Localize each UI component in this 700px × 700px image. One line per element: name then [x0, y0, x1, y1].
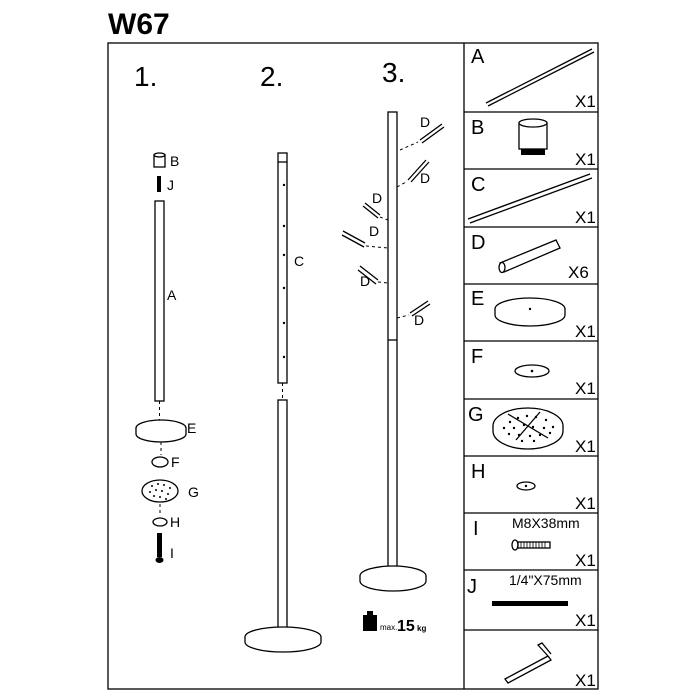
- part-h-washer: [152, 517, 168, 527]
- part-a-pole-assembled: [277, 399, 288, 631]
- label-d-3: D: [372, 190, 382, 206]
- part-i-bolt: [157, 533, 162, 557]
- part-i-icon: [511, 539, 551, 551]
- step-3-number: 3.: [382, 57, 405, 88]
- label-g: G: [188, 484, 199, 500]
- part-h-icon: [516, 481, 536, 491]
- part-g-plate: [141, 479, 179, 503]
- outer-frame: [107, 42, 599, 690]
- label-d-5: D: [360, 273, 370, 289]
- part-e-icon: [494, 297, 566, 327]
- part-f-qty: X1: [575, 379, 596, 398]
- label-h: H: [170, 514, 180, 530]
- part-g-letter: G: [468, 404, 484, 426]
- label-f: F: [171, 454, 180, 470]
- hooks-d: [341, 123, 445, 319]
- part-i-letter: I: [473, 518, 479, 540]
- weight-icon: [363, 611, 377, 631]
- part-a-pole: [154, 200, 165, 402]
- weight-unit: kg: [417, 624, 426, 633]
- label-d-6: D: [414, 312, 424, 328]
- label-c: C: [294, 253, 304, 269]
- part-b-icon: [518, 118, 548, 155]
- step-3-drawing: D D D D D D max. 15 kg: [341, 111, 445, 635]
- part-c-letter: C: [471, 174, 485, 196]
- part-j-qty: X1: [575, 611, 596, 630]
- part-i-qty: X1: [575, 551, 596, 570]
- model-title: W67: [108, 8, 170, 41]
- part-i-spec: M8X38mm: [512, 515, 580, 531]
- label-a: A: [167, 287, 177, 303]
- weight-prefix: max.: [380, 623, 397, 632]
- label-i: I: [170, 545, 174, 561]
- step-1-number: 1.: [134, 61, 157, 92]
- allen-key-qty: X1: [575, 671, 596, 690]
- part-c-qty: X1: [575, 208, 596, 227]
- part-f-icon: [514, 364, 550, 378]
- part-h-qty: X1: [575, 494, 596, 513]
- part-f-washer: [151, 456, 169, 468]
- part-e-letter: E: [471, 288, 484, 310]
- part-b-letter: B: [471, 117, 484, 139]
- label-e: E: [187, 420, 196, 436]
- part-j-icon: [492, 601, 568, 606]
- label-j: J: [167, 177, 174, 193]
- part-e-qty: X1: [575, 322, 596, 341]
- assembled-pole: [387, 111, 398, 573]
- part-c-icon: [467, 173, 593, 224]
- part-a-letter: A: [471, 46, 485, 68]
- part-d-letter: D: [471, 232, 485, 254]
- label-d-2: D: [420, 170, 430, 186]
- label-d-4: D: [369, 223, 379, 239]
- part-j-letter: J: [467, 576, 477, 598]
- part-g-icon: [492, 407, 564, 450]
- part-d-qty: X6: [568, 263, 589, 282]
- allen-key-icon: [504, 642, 552, 684]
- part-f-letter: F: [471, 346, 483, 368]
- step-1-drawing: B J A E F G H I: [135, 152, 199, 563]
- label-d-1: D: [420, 114, 430, 130]
- step-2-drawing: C: [244, 152, 322, 653]
- part-d-icon: [498, 239, 561, 274]
- part-h-letter: H: [471, 461, 485, 483]
- part-g-qty: X1: [575, 437, 596, 456]
- weight-value: 15: [397, 618, 415, 635]
- part-b-qty: X1: [575, 150, 596, 169]
- part-a-icon: [485, 48, 595, 107]
- label-b: B: [170, 153, 179, 169]
- part-j-spec: 1/4"X75mm: [509, 572, 582, 588]
- parts-list: A X1 B X1 C X1 D X6 E X1 F X1: [464, 46, 598, 690]
- part-c-pole: [277, 152, 288, 384]
- part-a-qty: X1: [575, 92, 596, 111]
- step-2-number: 2.: [260, 61, 283, 92]
